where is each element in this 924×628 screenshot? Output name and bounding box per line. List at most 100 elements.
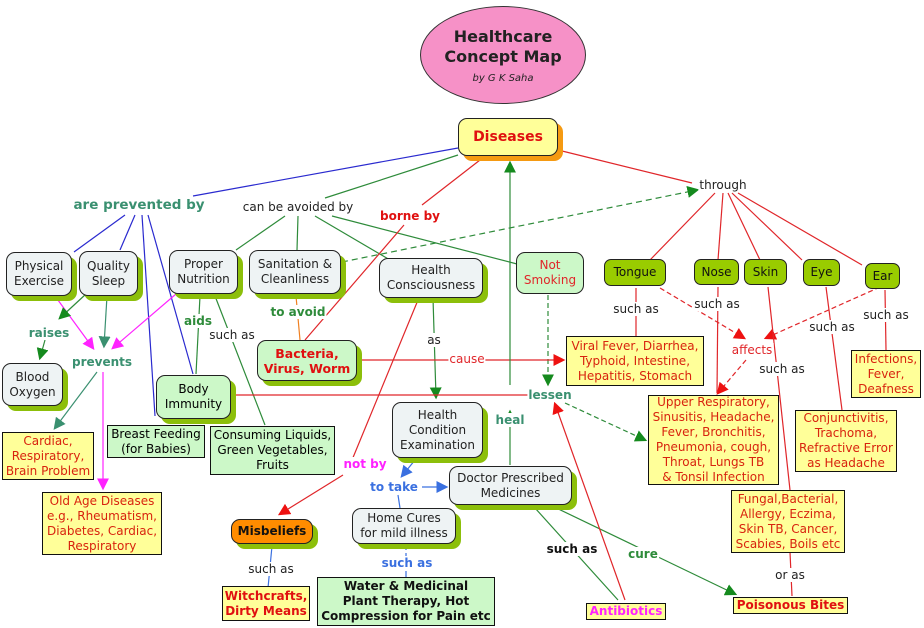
link-or-as: or as xyxy=(774,568,806,582)
node-sanitation[interactable]: Sanitation & Cleanliness xyxy=(249,250,341,294)
node-nose-diseases[interactable]: Upper Respiratory, Sinusitis, Headache, … xyxy=(648,395,779,485)
link-such-as-ear: such as xyxy=(862,308,910,322)
link-such-as-skin: such as xyxy=(758,362,806,376)
node-witchcrafts[interactable]: Witchcrafts, Dirty Means xyxy=(222,586,310,621)
node-diseases[interactable]: Diseases xyxy=(458,118,558,156)
edge xyxy=(147,214,194,375)
edge xyxy=(111,293,177,350)
edge xyxy=(98,295,111,349)
link-raises: raises xyxy=(27,326,71,340)
edge xyxy=(727,192,761,261)
link-cure: cure xyxy=(627,547,659,561)
edge xyxy=(341,186,700,263)
edge xyxy=(351,299,419,461)
node-eye-diseases[interactable]: Conjunctivitis, Trachoma, Refractive Err… xyxy=(795,410,897,472)
edge xyxy=(763,286,881,340)
edge xyxy=(717,192,724,261)
node-home-cures[interactable]: Home Cures for mild illness xyxy=(352,508,456,544)
link-aids: aids xyxy=(183,314,213,328)
edge xyxy=(304,224,405,341)
link-such-as-misbeliefs: such as xyxy=(247,562,295,576)
edge xyxy=(192,147,459,197)
edge xyxy=(737,192,863,266)
link-to-take: to take xyxy=(369,480,419,494)
node-water-therapy[interactable]: Water & Medicinal Plant Therapy, Hot Com… xyxy=(317,577,495,626)
edge xyxy=(36,339,49,361)
edge xyxy=(716,359,747,395)
node-skin[interactable]: Skin xyxy=(744,259,787,285)
link-can-be-avoided-by: can be avoided by xyxy=(241,200,355,214)
node-consuming-liquids[interactable]: Consuming Liquids, Green Vegetables, Fru… xyxy=(210,426,335,475)
link-prevents: prevents xyxy=(70,355,134,369)
edge xyxy=(277,474,344,516)
node-health-consciousness[interactable]: Health Consciousness xyxy=(379,258,483,298)
node-tongue-diseases[interactable]: Viral Fever, Diarrhea, Typhoid, Intestin… xyxy=(566,336,704,386)
link-such-as-home: such as xyxy=(380,556,434,570)
node-cardiac[interactable]: Cardiac, Respiratory, Brain Problem xyxy=(2,432,94,480)
node-not-smoking[interactable]: Not Smoking xyxy=(516,252,584,294)
link-lessen: lessen xyxy=(527,388,573,402)
link-such-as-eye: such as xyxy=(808,320,856,334)
page-title: Healthcare Concept Map xyxy=(444,26,562,66)
node-doctor-medicines[interactable]: Doctor Prescribed Medicines xyxy=(449,466,572,505)
node-nose[interactable]: Nose xyxy=(694,259,739,285)
edge xyxy=(731,192,803,261)
node-ear-diseases[interactable]: Infections, Fever, Deafness xyxy=(851,350,921,398)
node-old-age[interactable]: Old Age Diseases e.g., Rheumatism, Diabe… xyxy=(42,492,162,555)
edge xyxy=(324,154,459,199)
node-quality-sleep[interactable]: Quality Sleep xyxy=(79,251,138,296)
node-eye[interactable]: Eye xyxy=(803,259,840,286)
author-credit: by G K Saha xyxy=(472,72,534,84)
link-such-as-nose: such as xyxy=(693,297,741,311)
node-body-immunity[interactable]: Body Immunity xyxy=(156,375,231,419)
edge xyxy=(296,215,299,251)
node-physical-exercise[interactable]: Physical Exercise xyxy=(6,252,72,296)
node-poisonous-bites[interactable]: Poisonous Bites xyxy=(733,597,848,614)
node-blood-oxygen[interactable]: Blood Oxygen xyxy=(2,363,63,406)
edge xyxy=(54,295,95,350)
link-heal: heal xyxy=(494,413,526,427)
node-tongue[interactable]: Tongue xyxy=(604,259,666,286)
edge xyxy=(195,295,201,375)
link-are-prevented-by: are prevented by xyxy=(72,197,206,213)
edge xyxy=(214,295,266,426)
edge xyxy=(141,214,156,417)
link-through: through xyxy=(698,178,748,192)
edge xyxy=(557,149,693,184)
edge xyxy=(649,192,716,261)
node-skin-diseases[interactable]: Fungal,Bacterial, Allergy, Eczima, Skin … xyxy=(731,490,845,553)
link-such-as-tongue: such as xyxy=(612,302,660,316)
link-borne-by: borne by xyxy=(378,209,442,223)
node-proper-nutrition[interactable]: Proper Nutrition xyxy=(169,250,238,294)
edge xyxy=(659,287,747,340)
edge xyxy=(73,214,126,253)
edge xyxy=(53,371,98,430)
edge xyxy=(400,459,416,478)
title-ellipse: Healthcare Concept Map by G K Saha xyxy=(420,6,586,104)
edge xyxy=(421,159,481,206)
node-health-exam[interactable]: Health Condition Examination xyxy=(392,402,483,458)
node-antibiotics[interactable]: Antibiotics xyxy=(586,603,666,620)
edge xyxy=(235,215,286,251)
edge xyxy=(552,401,626,601)
edge xyxy=(331,215,518,265)
edge xyxy=(429,297,442,400)
link-affects: affects xyxy=(730,343,774,357)
link-not-by: not by xyxy=(342,457,388,471)
edge xyxy=(119,214,136,251)
edge xyxy=(397,494,401,509)
node-ear[interactable]: Ear xyxy=(865,263,900,289)
link-cause: cause xyxy=(448,352,486,366)
node-bacteria[interactable]: Bacteria, Virus, Worm xyxy=(257,340,357,381)
link-to-avoid: to avoid xyxy=(269,305,327,319)
link-such-as-medicines: such as xyxy=(545,542,599,556)
link-as: as xyxy=(426,333,442,347)
edge xyxy=(767,286,791,491)
edge xyxy=(825,286,843,411)
edge xyxy=(314,215,391,261)
link-such-as-nutrition: such as xyxy=(208,328,256,342)
edge xyxy=(564,402,648,442)
node-breast-feeding[interactable]: Breast Feeding (for Babies) xyxy=(107,425,205,458)
node-misbeliefs[interactable]: Misbeliefs xyxy=(231,519,313,544)
